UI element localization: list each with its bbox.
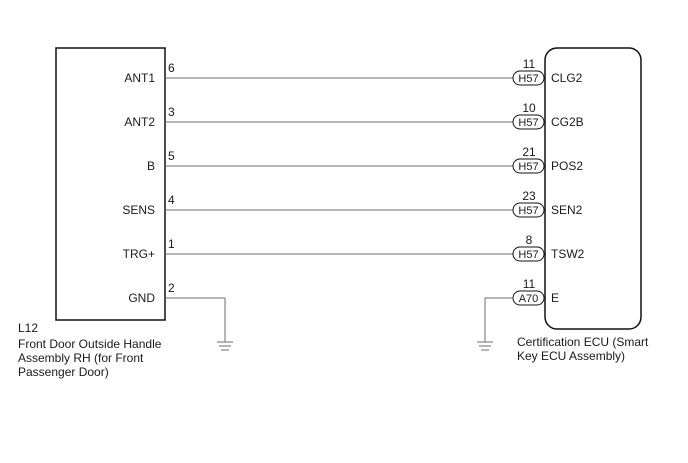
connector-pill	[512, 158, 545, 174]
right-pin-number: 23	[522, 189, 536, 203]
connector-label: H57	[518, 249, 538, 261]
left-ground-icon	[165, 297, 233, 351]
left-component-name-line-1: Front Door Outside Handle	[18, 337, 162, 351]
right-pin-number: 10	[522, 101, 536, 115]
right-pin-label: CLG2	[551, 71, 583, 85]
connector-label: H57	[518, 73, 538, 85]
left-pin-number: 1	[168, 237, 175, 251]
connector-label: A70	[519, 293, 539, 305]
left-pin-label: ANT1	[124, 71, 155, 85]
left-component-box	[55, 47, 166, 321]
right-pin-label: TSW2	[551, 247, 585, 261]
left-component-name-line-3: Passenger Door)	[18, 365, 109, 379]
connector-pill	[512, 70, 545, 86]
right-pin-number: 8	[526, 233, 533, 247]
left-pin-number: 5	[168, 149, 175, 163]
right-pin-number: 11	[523, 57, 536, 71]
right-component-name-line-1: Certification ECU (Smart	[517, 335, 649, 349]
left-component-name-line-2: Assembly RH (for Front	[18, 351, 144, 365]
right-pin-label: E	[551, 291, 559, 305]
right-pin-label: CG2B	[551, 115, 584, 129]
right-pin-number: 21	[522, 145, 536, 159]
left-pin-number: 3	[168, 105, 175, 119]
left-component-code: L12	[18, 321, 38, 335]
left-pin-label: TRG+	[123, 247, 155, 261]
left-pin-number: 2	[168, 281, 175, 295]
connector-label: H57	[518, 161, 538, 173]
left-pin-label: ANT2	[124, 115, 155, 129]
right-pin-label: POS2	[551, 159, 583, 173]
left-pin-label: SENS	[122, 203, 155, 217]
connector-label: H57	[518, 117, 538, 129]
right-ground-icon	[477, 297, 513, 351]
right-component-name-line-2: Key ECU Assembly)	[517, 349, 625, 363]
left-pin-label: GND	[128, 291, 155, 305]
connector-pill	[512, 246, 545, 262]
connector-label: H57	[518, 205, 538, 217]
right-pin-label: SEN2	[551, 203, 583, 217]
right-pin-number: 11	[523, 277, 536, 291]
left-pin-number: 6	[168, 61, 175, 75]
left-pin-number: 4	[168, 193, 175, 207]
right-component-box	[544, 47, 642, 330]
connector-pill	[512, 202, 545, 218]
connector-pill	[512, 114, 545, 130]
left-pin-label: B	[147, 159, 155, 173]
